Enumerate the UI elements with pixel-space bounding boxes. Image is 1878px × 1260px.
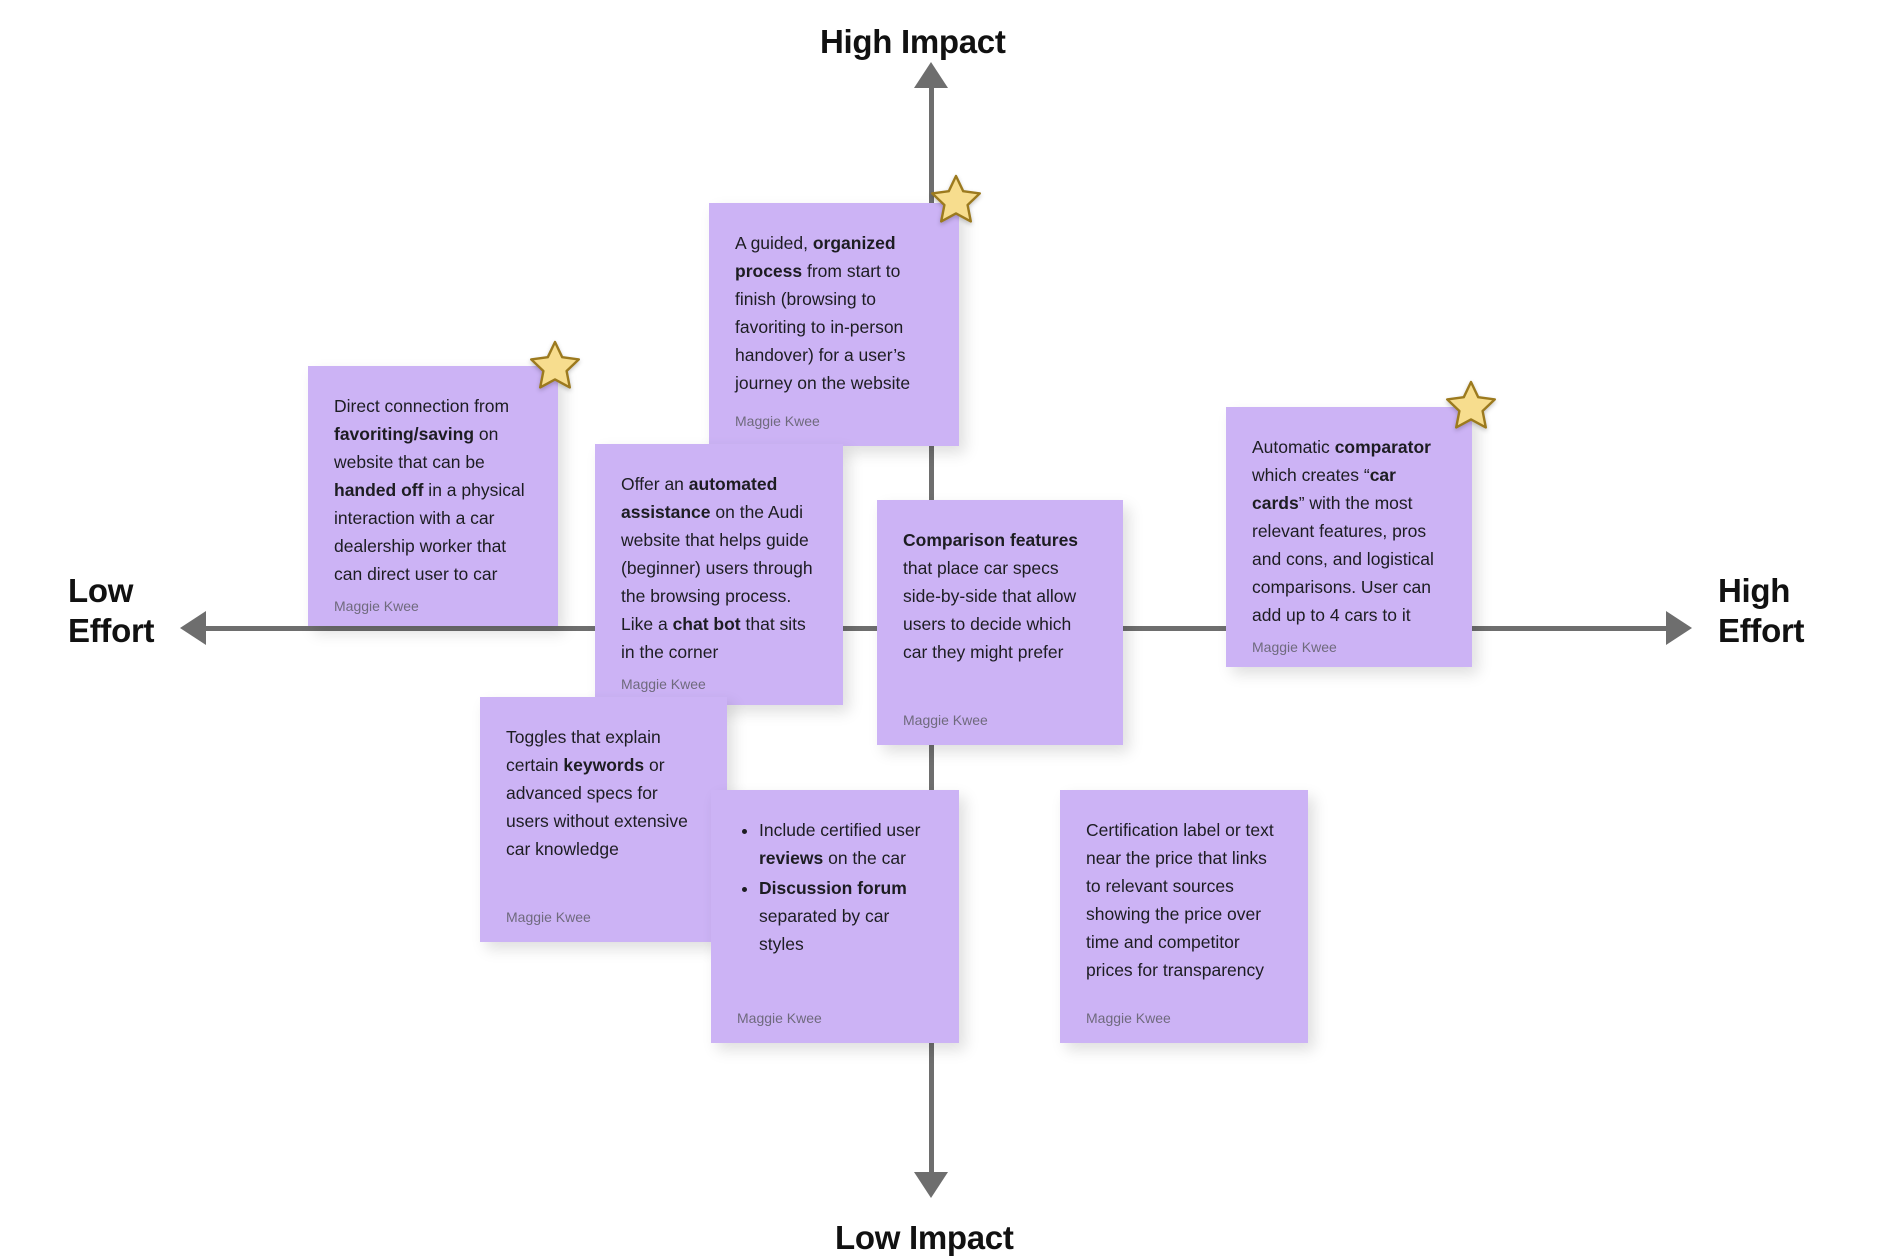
sticky-note-automated-assistance[interactable]: Offer an automated assistance on the Aud… xyxy=(595,444,843,705)
sticky-note-certification-label[interactable]: Certification label or text near the pri… xyxy=(1060,790,1308,1043)
note-body: Automatic comparator which creates “car … xyxy=(1252,437,1434,625)
note-body: Toggles that explain certain keywords or… xyxy=(506,727,688,859)
note-author: Maggie Kwee xyxy=(737,1010,822,1027)
arrow-right-icon xyxy=(1666,611,1692,645)
sticky-note-automatic-comparator[interactable]: Automatic comparator which creates “car … xyxy=(1226,407,1472,667)
sticky-note-guided-process[interactable]: A guided, organized process from start t… xyxy=(709,203,959,446)
note-body: A guided, organized process from start t… xyxy=(735,233,911,393)
note-author: Maggie Kwee xyxy=(903,712,988,729)
axis-label-high-effort: High Effort xyxy=(1718,572,1805,650)
arrow-down-icon xyxy=(914,1172,948,1198)
note-body: Direct connection from favoriting/saving… xyxy=(334,396,525,584)
axis-label-high-impact: High Impact xyxy=(820,23,1006,60)
arrow-up-icon xyxy=(914,62,948,88)
star-icon xyxy=(1443,378,1499,434)
star-icon xyxy=(527,338,583,394)
note-body: Certification label or text near the pri… xyxy=(1086,820,1274,980)
sticky-note-keyword-toggles[interactable]: Toggles that explain certain keywords or… xyxy=(480,697,727,942)
note-author: Maggie Kwee xyxy=(621,676,706,692)
note-body: Comparison features that place car specs… xyxy=(903,530,1079,662)
note-author: Maggie Kwee xyxy=(1252,639,1337,655)
note-author: Maggie Kwee xyxy=(1086,1010,1171,1027)
arrow-left-icon xyxy=(180,611,206,645)
note-author: Maggie Kwee xyxy=(735,413,820,430)
note-body: Include certified user reviews on the ca… xyxy=(737,816,933,960)
star-icon xyxy=(928,172,984,228)
sticky-note-direct-connection[interactable]: Direct connection from favoriting/saving… xyxy=(308,366,558,626)
note-author: Maggie Kwee xyxy=(506,909,591,926)
axis-label-low-impact: Low Impact xyxy=(835,1219,1014,1256)
sticky-note-reviews-forum[interactable]: Include certified user reviews on the ca… xyxy=(711,790,959,1043)
axis-label-low-effort: Low Effort xyxy=(68,572,155,650)
note-author: Maggie Kwee xyxy=(334,598,419,614)
sticky-note-comparison-features[interactable]: Comparison features that place car specs… xyxy=(877,500,1123,745)
note-body: Offer an automated assistance on the Aud… xyxy=(621,474,813,662)
